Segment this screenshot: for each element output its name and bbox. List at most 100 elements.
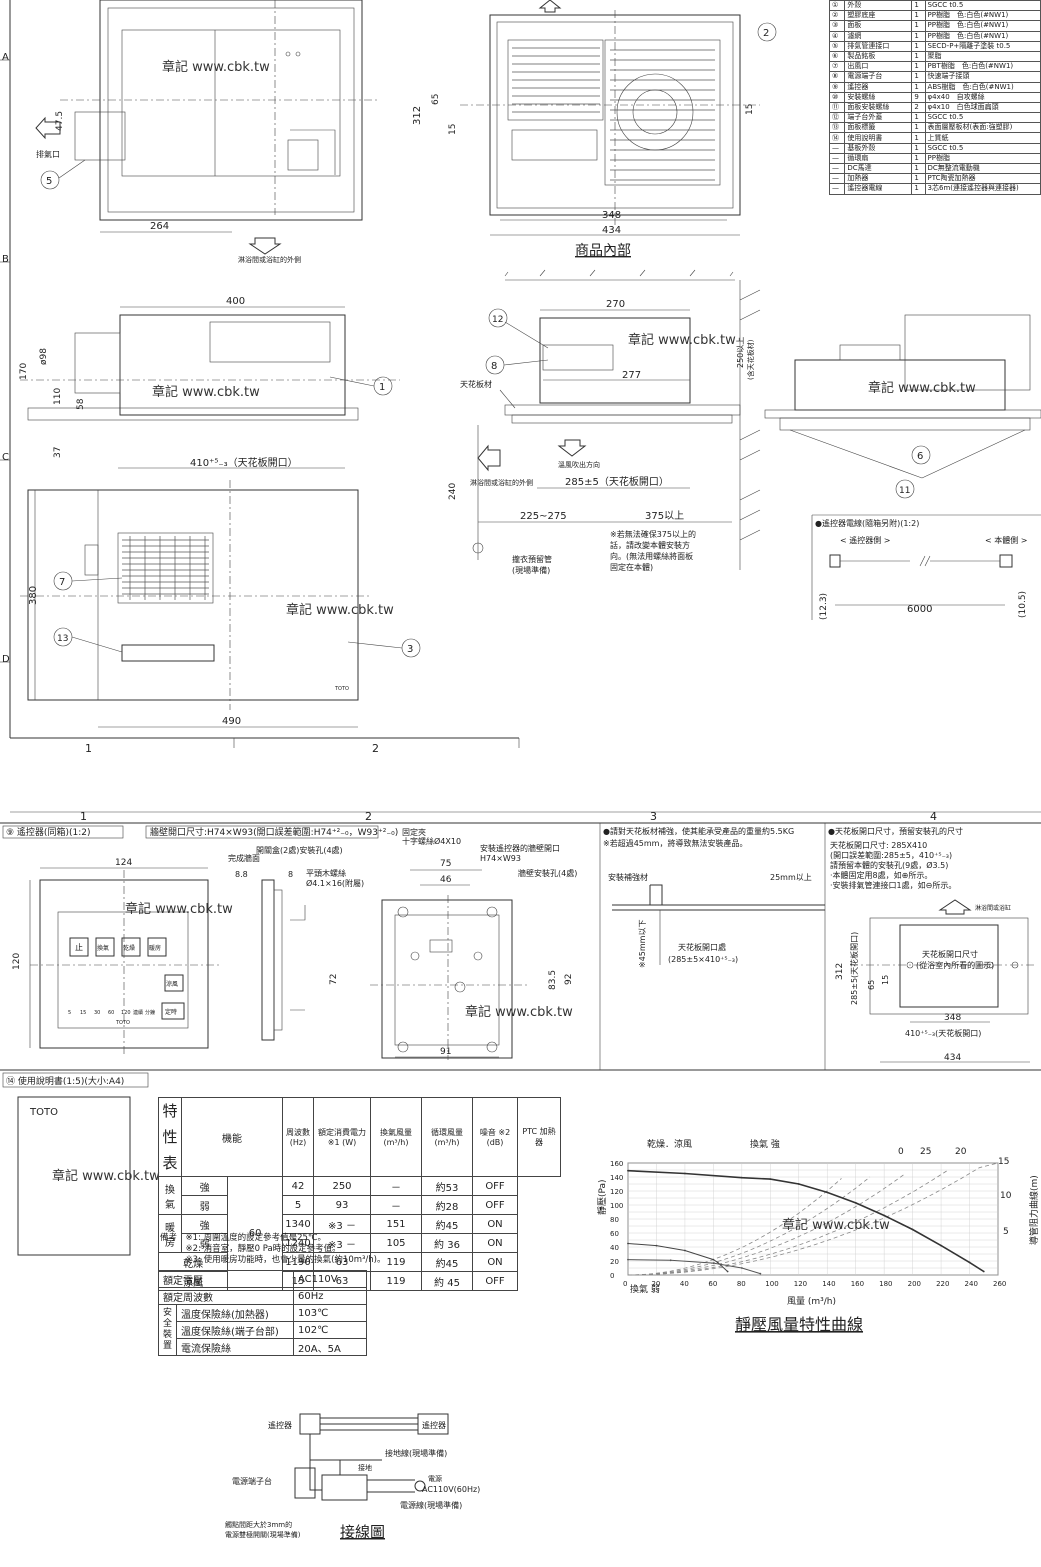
timer-mark-5: 5 [68,1010,71,1016]
parts-cell: 1 [911,142,926,154]
parts-cell: PTC陶瓷加熱器 [924,173,1041,185]
callout-12-num: 12 [492,315,503,325]
chart-point [940,1244,942,1247]
rated-cell: 額定電壓 [157,1270,295,1288]
parts-cell: 上質紙 [924,132,1041,144]
btn-vent[interactable] [95,937,115,957]
timer-mark-120: 120 [121,1010,131,1016]
spec-cell: 約 45 [421,1271,473,1291]
wiring-earth: 接地 [358,1463,372,1472]
duct-label-10: 10 [1000,1191,1012,1201]
spec-cell: 93 [313,1195,371,1215]
grid-letter-c: C [2,452,9,463]
spec-h-noise: 噪音 ※2 (dB) [472,1097,518,1177]
parts-cell: 表面層壓板材(表面:強塑膠) [924,122,1041,134]
parts-cell: 外殼 [844,0,913,12]
parts-cell: ⑦ [828,61,846,73]
chart-x-tick: 240 [965,1280,978,1288]
chart-y-tick: 120 [610,1188,623,1196]
chart-point [797,1183,800,1185]
btn-timer[interactable] [161,1002,185,1020]
spec-h-circ: 循環風量 (m³/h) [421,1097,473,1177]
ceil-15: 15 [881,975,890,985]
parts-cell: 1 [911,61,926,73]
spec-remark-1: 備考 ※1: 周圍溫度的設定參考值是25℃。 [160,1233,326,1243]
callout-5-num: 5 [46,176,52,187]
chart-point [684,1249,686,1252]
duct-label-25: 25 [920,1147,931,1157]
chart-y-tick: 0 [610,1272,614,1280]
watermark: 章記 www.cbk.tw [628,332,736,348]
btn-vent-label: 換氣 [97,944,109,952]
parts-cell: — [828,162,846,175]
btn-heat[interactable] [147,937,167,957]
callout-11 [895,479,915,499]
parts-cell: ③ [828,20,846,32]
watermark: 章記 www.cbk.tw [782,1217,890,1233]
ceil-410: 410⁺⁵₋₃(天花板開口) [905,1028,981,1038]
remote-section: ⑨ 遙控器(同箱)(1:2) 牆壁開口尺寸:H74×W93(開口誤差範圍:H74… [2,825,577,1060]
front-brand: TOTO [334,686,349,692]
parts-cell: DC馬達 [844,162,913,175]
chart-title: 靜壓風量特性曲線 [735,1315,863,1334]
callout-7-num: 7 [59,577,65,588]
sheet-2-frame: 1 2 3 4 [0,810,1041,1071]
ceiling-center-sub: (從浴室內所看的圖示) [916,960,994,970]
rated-cell: 20A、5A [293,1338,368,1356]
spec-cell: OFF [472,1176,518,1196]
btn-cool[interactable] [164,974,184,992]
chart-point [982,1270,985,1273]
dim-400: 400 [226,296,245,307]
parts-cell: 1 [911,81,926,93]
parts-cell: PP樹脂 色:白色(#NW1) [924,20,1041,32]
callout-5 [40,170,60,190]
spec-cell: 250 [313,1176,371,1196]
callout-2-num: 2 [763,28,769,39]
chart-x-tick: 220 [936,1280,949,1288]
parts-cell: 使用說明書 [844,132,913,144]
remote-h72: 72 [329,974,339,985]
remote-finish-wall: 完成牆面 [228,853,260,863]
duct-curve [627,1178,842,1276]
callout-2 [757,22,777,42]
rated-cell: 溫度保險絲(加熱器) [176,1304,295,1322]
parts-cell: PBT樹脂 色:白色(#NW1) [924,61,1041,73]
btn-dry[interactable] [121,937,141,957]
parts-cell: 2 [911,101,926,114]
watermark: 章記 www.cbk.tw [152,384,260,400]
parts-cell: 1 [911,122,926,134]
parts-cell: 1 [911,183,926,195]
duct-label-15: 15 [998,1157,1009,1167]
parts-cell: ① [828,0,846,12]
parts-cell: — [828,152,846,165]
dim-250-note: (含天花板材) [746,339,755,380]
chart-x-tick: 160 [851,1280,864,1288]
dim-65: 65 [431,94,441,105]
chart-y-tick: 100 [610,1202,623,1210]
btn-stop[interactable] [69,937,89,957]
remote-screw-note: 開關盒(2處)安裝孔(4處) [256,845,343,855]
remote-brand: TOTO [115,1020,130,1026]
callout-1-num: 1 [379,382,385,393]
manual-page [17,1096,131,1256]
chart-y-tick: 40 [610,1244,619,1252]
chart-point [769,1178,772,1180]
remote-d8: 8 [288,870,293,879]
chart-point [712,1258,715,1261]
parts-cell: 聚脂 [924,50,1041,63]
side2-bath-side: 淋浴間或浴缸的外側 [470,478,533,487]
parts-cell: 1 [911,132,926,144]
chart-point [655,1244,658,1247]
spec-cell: 42 [282,1176,314,1196]
parts-cell: 面板標籤 [844,122,913,134]
dim-375: 375以上 [645,510,684,522]
ceiling-opening-dim: (285±5×410⁺⁵₋₃) [668,955,738,964]
chart-x-tick: 100 [765,1280,778,1288]
btn-dry-label: 乾燥 [123,944,135,952]
chart-xlabel: 風量 (m³/h) [787,1296,836,1307]
spec-h-ptc: PTC 加熱器 [517,1097,561,1177]
chart-ann-weak: 換氣 弱 [630,1283,660,1295]
